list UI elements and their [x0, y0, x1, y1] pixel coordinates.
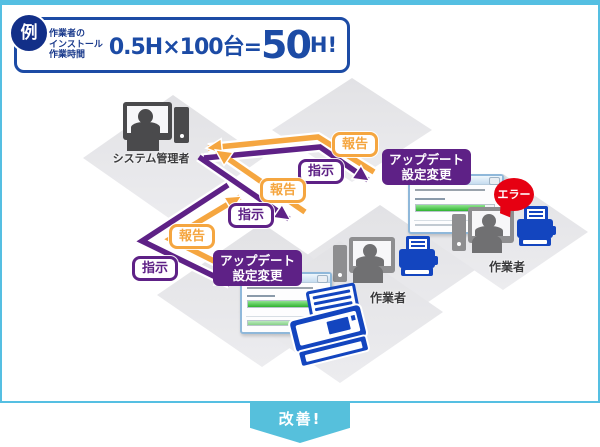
- instruct-pill: 指示: [298, 159, 345, 184]
- caption-line: 作業時間: [49, 50, 86, 61]
- pc-tower-icon: [333, 245, 347, 282]
- tag-line: アップデート: [220, 253, 296, 268]
- pc-tower-icon: [452, 214, 466, 251]
- worker-label: 作業者: [369, 291, 406, 305]
- instruct-arrow: [197, 154, 289, 222]
- work-time-formula: 0.5H×100台= 50 H!: [109, 26, 337, 64]
- instruct-pill: 指示: [228, 203, 275, 228]
- formula-result: 50: [261, 23, 312, 67]
- instruct-arrow: [203, 144, 368, 183]
- printer-icon: [399, 236, 438, 277]
- person-silhouette-icon: [353, 264, 383, 283]
- formula-prefix: 0.5H×100台=: [108, 35, 262, 60]
- caption-line: インストール: [49, 39, 103, 50]
- close-icon: [489, 177, 500, 185]
- error-label: エラー: [497, 188, 531, 201]
- report-pill: 報告: [169, 224, 216, 249]
- printer-icon: [517, 206, 556, 247]
- example-header-box: 例 作業者の インストール 作業時間 0.5H×100台= 50 H!: [9, 13, 350, 73]
- pc-tower-icon: [174, 107, 189, 143]
- worker-label: 作業者: [488, 260, 525, 274]
- instruct-pill: 指示: [132, 256, 179, 281]
- instruct-arrow: [136, 182, 230, 287]
- tag-line: 設定変更: [232, 268, 283, 283]
- report-arrow: [208, 134, 376, 175]
- formula-unit: H!: [309, 33, 338, 57]
- error-bubble: エラー: [494, 178, 534, 218]
- example-badge: 例: [9, 13, 49, 53]
- update-settings-tag: アップデート 設定変更: [213, 250, 303, 286]
- report-pill: 報告: [332, 132, 379, 157]
- person-silhouette-icon: [127, 131, 159, 151]
- person-silhouette-icon: [472, 234, 502, 253]
- admin-label: システム管理者: [112, 152, 190, 165]
- header-caption: 作業者の インストール 作業時間: [49, 29, 103, 61]
- report-pill: 報告: [260, 178, 307, 203]
- tag-line: 設定変更: [401, 167, 452, 182]
- caption-line: 作業者の: [49, 29, 86, 40]
- update-settings-tag: アップデート 設定変更: [382, 149, 472, 185]
- tag-line: アップデート: [389, 152, 465, 167]
- close-icon: [317, 275, 328, 283]
